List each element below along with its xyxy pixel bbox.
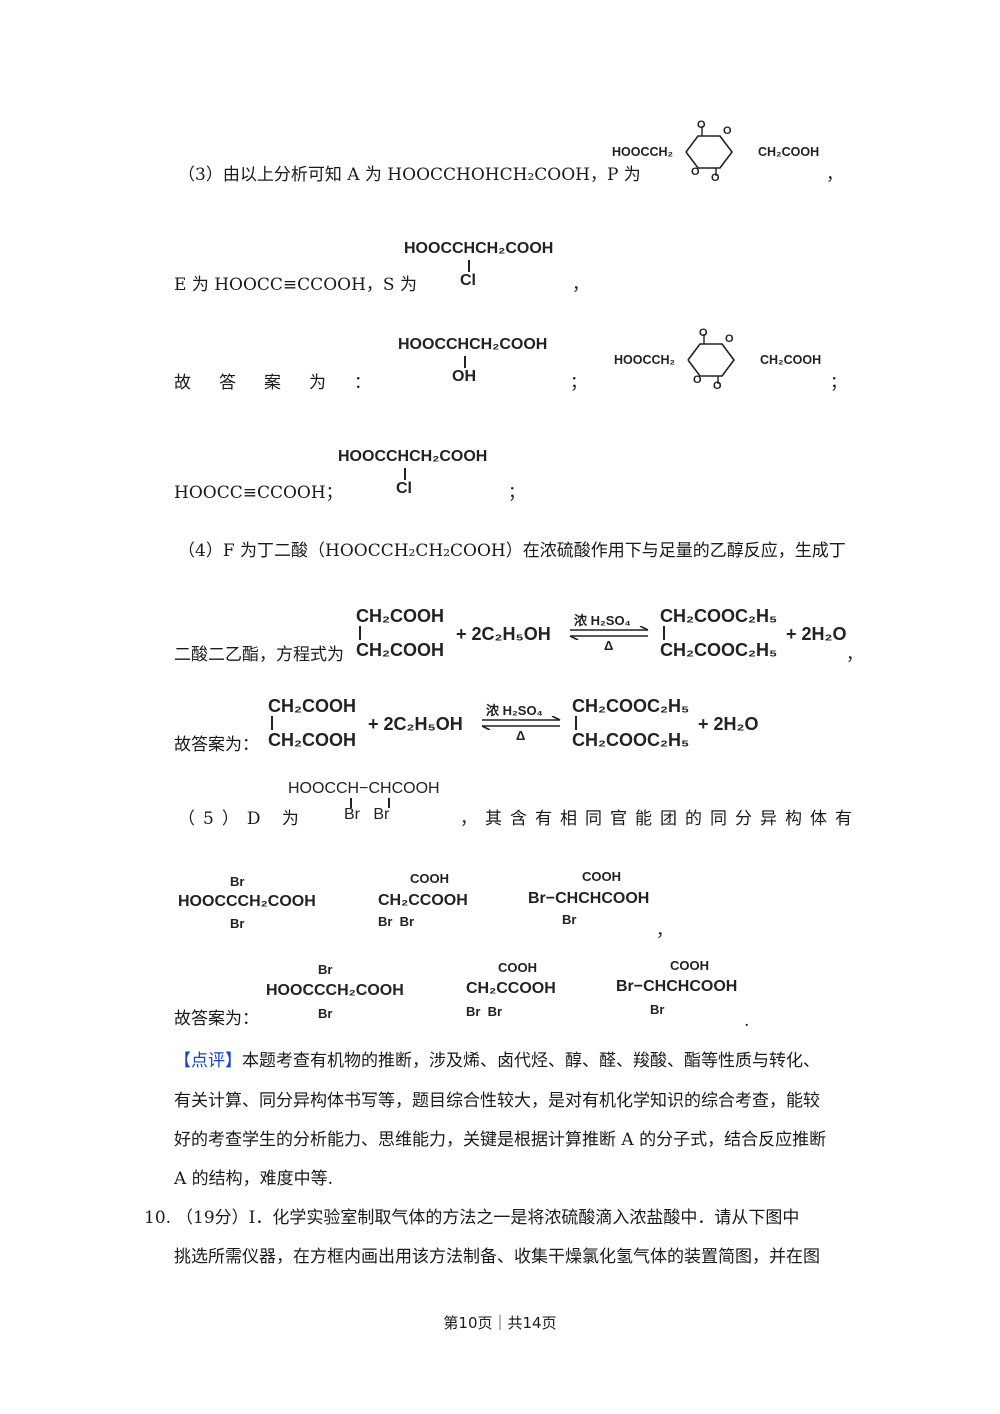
equilibrium-arrow: [481, 716, 561, 730]
iso1-bottom: Br: [318, 1006, 333, 1021]
equilibrium-arrow: [569, 626, 649, 640]
answer-label-5: 故答案为：: [174, 1009, 259, 1029]
iso2-top: COOH: [410, 871, 449, 886]
b-structure-sub: Cl: [396, 480, 412, 497]
reactant-bottom: CH₂COOH: [356, 640, 444, 660]
bond-line: [271, 716, 273, 730]
comment-line3: 好的考查学生的分析能力、思维能力，关键是根据计算推断 A 的分子式，结合反应推断: [174, 1130, 827, 1150]
iso1-main: HOOCCCH₂COOH: [266, 982, 404, 999]
bond-line: [388, 798, 390, 808]
svg-text:O: O: [699, 327, 708, 339]
iso3-main: Br−CHCHCOOH: [528, 890, 650, 907]
plus-water: + 2H₂O: [786, 624, 847, 644]
product-top: CH₂COOC₂H₅: [572, 696, 690, 716]
semicolon: ；: [570, 373, 587, 393]
iso3-top: COOH: [582, 869, 621, 884]
svg-text:CH₂COOH: CH₂COOH: [760, 353, 821, 367]
svg-text:O: O: [713, 380, 722, 390]
reactant-top: CH₂COOH: [356, 606, 444, 626]
iso1-main: HOOCCCH₂COOH: [178, 893, 316, 910]
period: .: [744, 1011, 750, 1031]
svg-text:O: O: [691, 166, 700, 178]
q10-line1: （19分）Ⅰ．化学实验室制取气体的方法之一是将浓硫酸滴入浓盐酸中．请从下图中: [176, 1208, 800, 1228]
condition-bottom: Δ: [516, 728, 526, 743]
s-tail: ，: [572, 275, 589, 295]
comment-tag: 【点评】: [174, 1051, 242, 1071]
comma: ，: [656, 921, 673, 941]
plus-ethanol: + 2C₂H₅OH: [456, 624, 551, 644]
bond-line: [663, 626, 665, 640]
comment-line1: 【点评】本题考查有机物的推断，涉及烯、卤代烃、醇、醛、羧酸、酯等性质与转化、: [174, 1051, 820, 1071]
iso2-bottom: Br Br: [378, 914, 415, 929]
iso3-bottom: Br: [562, 912, 577, 927]
comment-line2: 有关计算、同分异构体书写等，题目综合性较大，是对有机化学知识的综合考查，能较: [174, 1091, 820, 1111]
part5-prefix: （5）D 为: [178, 809, 307, 829]
a-structure-main: HOOCCHCH₂COOH: [398, 336, 548, 353]
comma: ，: [826, 165, 843, 185]
part5-suffix: ，其含有相同官能团的同分异构体有: [460, 809, 860, 829]
part4-line1: （4）F 为丁二酸（HOOCCH₂CH₂COOH）在浓硫酸作用下与足量的乙醇反应…: [178, 541, 846, 561]
answer-label-4: 故答案为：: [174, 735, 259, 755]
bond-line: [464, 356, 466, 368]
iso3-bottom: Br: [650, 1002, 665, 1017]
d-structure-sub: Br Br: [344, 806, 390, 823]
iso2-main: CH₂CCOOH: [378, 892, 468, 909]
q10-number: 10.: [144, 1208, 172, 1228]
p-ring-structure: HOOCCH₂ CH₂COOH O O O O: [612, 119, 819, 182]
bond-line: [359, 626, 361, 640]
condition-top: 浓 H₂SO₄: [486, 703, 543, 718]
iso3-main: Br−CHCHCOOH: [616, 978, 738, 995]
s-structure-main: HOOCCHCH₂COOH: [404, 240, 554, 257]
iso3-top: COOH: [670, 958, 709, 973]
product-top: CH₂COOC₂H₅: [660, 606, 778, 626]
svg-text:O: O: [723, 125, 732, 137]
svg-text:O: O: [725, 333, 734, 345]
d-structure-main: HOOCCH−CHCOOH: [288, 780, 440, 797]
bond-line: [575, 716, 577, 730]
b-structure-main: HOOCCHCH₂COOH: [338, 448, 488, 465]
q10-line2: 挑选所需仪器，在方框内画出用该方法制备、收集干燥氯化氢气体的装置简图，并在图: [174, 1247, 820, 1267]
p-ring-structure-answer: HOOCCH₂ CH₂COOH O O O O: [614, 327, 821, 390]
semicolon: ；: [830, 373, 847, 393]
condition-top: 浓 H₂SO₄: [574, 613, 631, 628]
svg-text:O: O: [693, 374, 702, 386]
condition-bottom: Δ: [604, 638, 614, 653]
iso2-bottom: Br Br: [466, 1004, 503, 1019]
semicolon: ；: [508, 483, 525, 503]
answer-label-3: 故答案为：: [174, 373, 399, 393]
page-footer: 第10页｜共14页: [443, 1314, 557, 1332]
reactant-top: CH₂COOH: [268, 696, 356, 716]
s-structure-sub: Cl: [460, 272, 476, 289]
iso1-top: Br: [230, 874, 245, 889]
svg-text:O: O: [697, 119, 706, 131]
product-bottom: CH₂COOC₂H₅: [572, 730, 690, 750]
iso1-top: Br: [318, 962, 333, 977]
comma: ，: [846, 645, 863, 665]
plus-water: + 2H₂O: [698, 714, 759, 734]
bond-line: [350, 798, 352, 808]
bond-line: [468, 260, 470, 272]
e-answer: HOOCC≡CCOOH；: [174, 483, 343, 503]
svg-text:HOOCCH₂: HOOCCH₂: [614, 353, 675, 367]
svg-text:CH₂COOH: CH₂COOH: [758, 145, 819, 159]
iso1-bottom: Br: [230, 916, 245, 931]
iso2-main: CH₂CCOOH: [466, 980, 556, 997]
a-structure-sub: OH: [452, 368, 476, 385]
part3-line1: （3）由以上分析可知 A 为 HOOCCHOHCH₂COOH，P 为: [178, 165, 641, 185]
e-line: E 为 HOOCC≡CCOOH，S 为: [174, 275, 417, 295]
iso2-top: COOH: [498, 960, 537, 975]
reactant-bottom: CH₂COOH: [268, 730, 356, 750]
plus-ethanol: + 2C₂H₅OH: [368, 714, 463, 734]
product-bottom: CH₂COOC₂H₅: [660, 640, 778, 660]
part4-line2: 二酸二乙酯，方程式为: [174, 645, 344, 665]
svg-text:O: O: [711, 172, 720, 182]
svg-text:HOOCCH₂: HOOCCH₂: [612, 145, 673, 159]
bond-line: [404, 468, 406, 480]
comment-line4: A 的结构，难度中等.: [174, 1169, 334, 1189]
